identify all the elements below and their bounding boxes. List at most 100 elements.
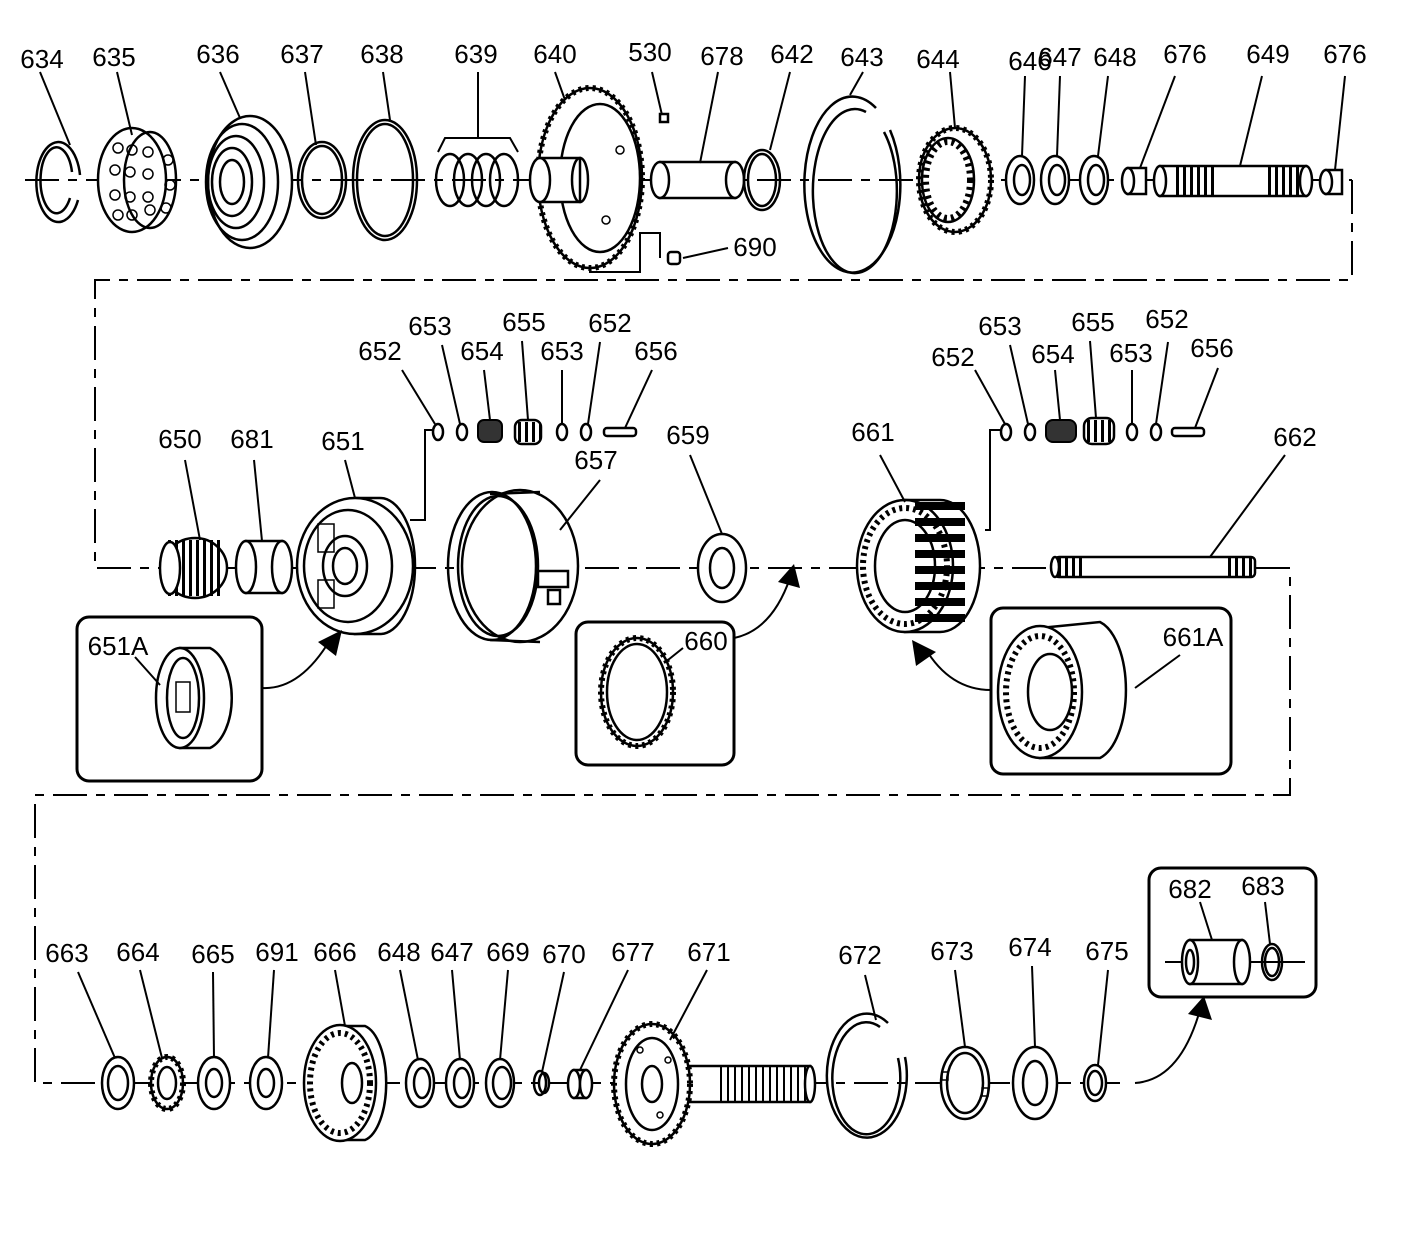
- part-657: [446, 488, 580, 644]
- label-655-b: 655: [1071, 307, 1114, 337]
- part-681: [234, 539, 294, 595]
- part-650: [158, 536, 229, 600]
- label-638: 638: [360, 39, 403, 69]
- part-672: [825, 1012, 909, 1139]
- label-653-a: 653: [408, 311, 451, 341]
- label-691: 691: [255, 937, 298, 967]
- label-651: 651: [321, 426, 364, 456]
- label-643: 643: [840, 42, 883, 72]
- label-672: 672: [838, 940, 881, 970]
- label-665: 665: [191, 939, 234, 969]
- row1-leaders: [39, 71, 1346, 259]
- row3-parts: [100, 1012, 1108, 1147]
- part-659: [696, 532, 748, 604]
- row3-labels: 663 664 665 691 666 648 647 669 670 677 …: [45, 932, 1128, 970]
- label-640: 640: [533, 39, 576, 69]
- label-664: 664: [116, 937, 159, 967]
- part-643: [803, 95, 902, 274]
- label-651A: 651A: [88, 631, 149, 661]
- label-656-b: 656: [1190, 333, 1233, 363]
- label-670: 670: [542, 939, 585, 969]
- part-665: [196, 1055, 232, 1111]
- label-661: 661: [851, 417, 894, 447]
- part-662: [1049, 555, 1257, 579]
- part-666: [302, 1023, 388, 1143]
- part-670: [532, 1069, 548, 1097]
- label-683: 683: [1241, 871, 1284, 901]
- label-530: 530: [628, 37, 671, 67]
- row2-pinion-right: [985, 416, 1206, 531]
- label-656-a: 656: [634, 336, 677, 366]
- label-674: 674: [1008, 932, 1051, 962]
- part-661: [855, 498, 982, 634]
- label-652-c: 652: [931, 342, 974, 372]
- part-634: [35, 140, 82, 224]
- part-638: [351, 118, 419, 242]
- label-654-a: 654: [460, 336, 503, 366]
- label-648-b: 648: [377, 937, 420, 967]
- part-678: [649, 160, 746, 200]
- label-676b: 676: [1323, 39, 1366, 69]
- part-530: [658, 112, 670, 124]
- label-647-b: 647: [430, 937, 473, 967]
- label-644: 644: [916, 44, 959, 74]
- label-653-c: 653: [978, 311, 1021, 341]
- part-644: [916, 125, 994, 235]
- part-651: [295, 496, 417, 636]
- row3-leaders: [77, 965, 1109, 1073]
- label-637: 637: [280, 39, 323, 69]
- part-649: [1152, 164, 1314, 198]
- label-662: 662: [1273, 422, 1316, 452]
- label-675: 675: [1085, 936, 1128, 966]
- part-690: [666, 250, 682, 266]
- label-655-a: 655: [502, 307, 545, 337]
- label-663: 663: [45, 938, 88, 968]
- label-639: 639: [454, 39, 497, 69]
- label-673: 673: [930, 936, 973, 966]
- inset-651A: 651A: [75, 615, 342, 783]
- part-639: [434, 152, 520, 208]
- inset-682-683: 682 683: [1134, 866, 1318, 1084]
- label-682: 682: [1168, 874, 1211, 904]
- label-659: 659: [666, 420, 709, 450]
- label-677: 677: [611, 937, 654, 967]
- row1-parts: [35, 85, 1344, 275]
- row2-leaders: [184, 340, 1286, 558]
- label-666: 666: [313, 937, 356, 967]
- row1-labels: 634 635 636 637 638 639 640 530 678 642 …: [20, 37, 1366, 262]
- label-647: 647: [1038, 42, 1081, 72]
- part-636: [204, 114, 294, 250]
- part-671: [611, 1021, 817, 1147]
- part-635: [96, 126, 178, 234]
- label-648: 648: [1093, 42, 1136, 72]
- label-636: 636: [196, 39, 239, 69]
- part-637: [296, 140, 348, 220]
- label-634: 634: [20, 44, 63, 74]
- inset-661A: 661A: [912, 606, 1233, 776]
- part-663: [100, 1055, 136, 1111]
- label-657: 657: [574, 445, 617, 475]
- part-640: [528, 85, 645, 271]
- label-653-d: 653: [1109, 338, 1152, 368]
- label-635: 635: [92, 42, 135, 72]
- label-671: 671: [687, 937, 730, 967]
- part-691: [248, 1055, 284, 1111]
- label-676a: 676: [1163, 39, 1206, 69]
- label-650: 650: [158, 424, 201, 454]
- label-690: 690: [733, 232, 776, 262]
- label-652-a: 652: [358, 336, 401, 366]
- row2-labels: 652 653 654 655 653 652 656 650 681 651 …: [158, 304, 1316, 475]
- part-642: [742, 148, 782, 212]
- label-654-b: 654: [1031, 339, 1074, 369]
- label-646: 646: [1008, 46, 1051, 76]
- label-681: 681: [230, 424, 273, 454]
- label-661A: 661A: [1163, 622, 1224, 652]
- label-678: 678: [700, 41, 743, 71]
- label-649: 649: [1246, 39, 1289, 69]
- label-642: 642: [770, 39, 813, 69]
- label-653-b: 653: [540, 336, 583, 366]
- inset-660: 660: [574, 564, 800, 767]
- part-674: [1011, 1045, 1059, 1121]
- label-652-b: 652: [588, 308, 631, 338]
